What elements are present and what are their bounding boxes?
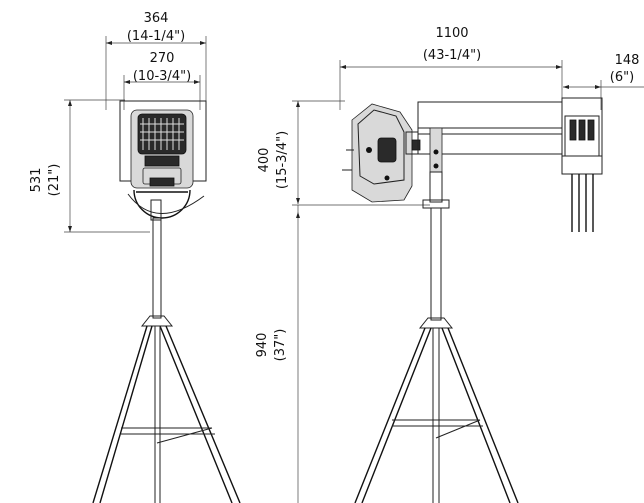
dim-364-in: (14-1/4")	[127, 29, 185, 44]
side-machine-head	[342, 103, 421, 203]
dim-400-in: (15-3/4")	[275, 131, 290, 189]
arm-length-dimension	[339, 60, 563, 110]
dim-270: 270	[150, 51, 175, 66]
dim-531: 531	[29, 168, 44, 193]
front-height-dimension	[64, 99, 150, 233]
side-horizontal-arm	[417, 101, 563, 173]
front-machine-body	[119, 100, 207, 219]
side-end-tool	[561, 97, 603, 232]
front-stand	[92, 199, 241, 503]
dim-940: 940	[255, 333, 270, 358]
dim-940-in: (37")	[273, 329, 288, 362]
side-stand	[354, 171, 519, 503]
front-width-dimension	[105, 36, 207, 110]
dim-148: 148	[615, 53, 640, 68]
dim-364: 364	[144, 11, 169, 26]
end-width-dimension	[563, 80, 644, 110]
dim-1100: 1100	[435, 26, 468, 41]
side-view: 1100 (43-1/4") 148 (6") 400 (15-3/4") 94…	[255, 26, 644, 503]
side-height-dimension	[292, 100, 345, 204]
dim-400: 400	[257, 148, 272, 173]
dim-1100-in: (43-1/4")	[423, 48, 481, 63]
dim-148-in: (6")	[610, 70, 634, 85]
dim-531-in: (21")	[47, 164, 62, 197]
stand-height-dimension	[292, 204, 430, 503]
front-view: 364 (14-1/4") 270 (10-3/4") 531 (21")	[29, 11, 241, 503]
dim-270-in: (10-3/4")	[133, 69, 191, 84]
